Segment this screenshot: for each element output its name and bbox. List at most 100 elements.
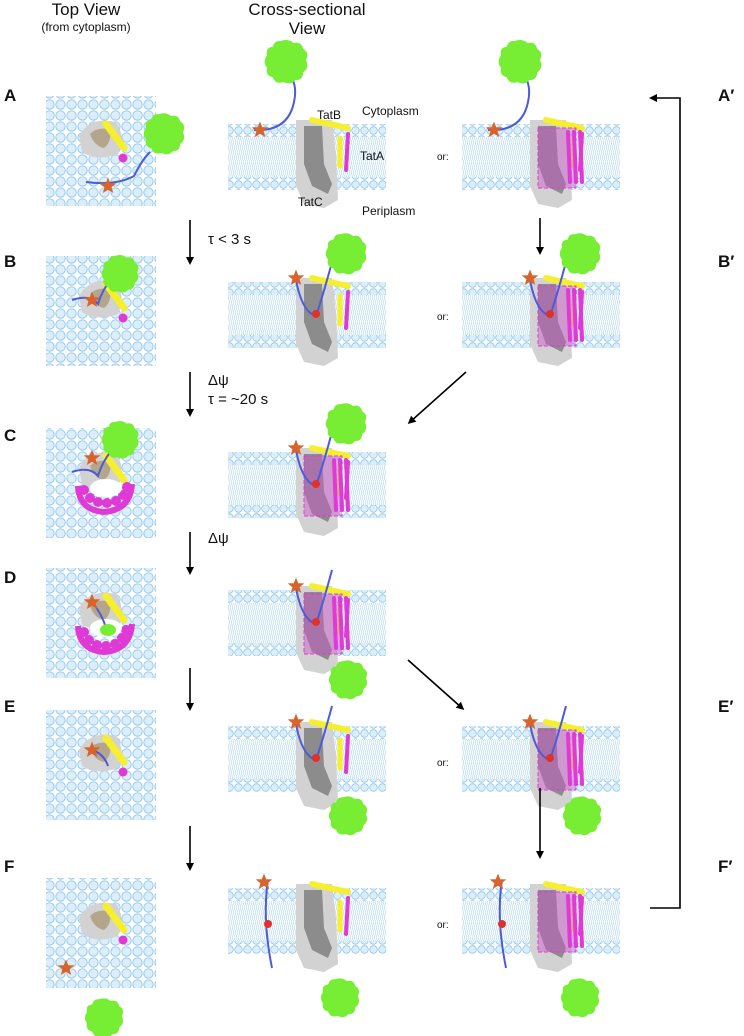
tata-helix [572, 894, 578, 948]
tata-helix [338, 458, 344, 512]
tata-helix [566, 288, 572, 342]
tata [344, 734, 350, 774]
row-label-f-prime: F′ [718, 857, 733, 876]
tatb [543, 117, 585, 131]
cleavage-site-dot [546, 310, 554, 318]
tatb [543, 719, 585, 733]
cross-section-header-line1: Cross-sectional [248, 0, 366, 19]
tata-helix [566, 130, 572, 184]
top-view-panel [46, 568, 156, 678]
folded-protein-blob [560, 978, 600, 1018]
row-label-c: C [4, 426, 17, 445]
periplasm-label: Periplasm [362, 204, 416, 218]
tata-pore [90, 479, 122, 497]
tatc-dark [304, 592, 332, 660]
tatb-top [102, 592, 128, 624]
cleavage-site-dot [312, 754, 320, 762]
tata-subunit [102, 498, 112, 508]
tatc-dark [538, 284, 566, 352]
tata-helix [338, 596, 344, 650]
or-label-b: or: [437, 312, 449, 323]
row-label-e: E [4, 697, 16, 716]
tatb-label: TatB [317, 108, 342, 122]
row-label-e-prime: E′ [718, 697, 734, 716]
recycle-arrow [649, 94, 681, 909]
tatb [309, 719, 351, 733]
cross-section-panel [228, 873, 386, 972]
tatc-dark [304, 454, 332, 522]
signal-peptide [85, 151, 151, 185]
cleavage-site-dot [312, 618, 320, 626]
tata-helix [572, 288, 578, 342]
top-view-header: Top View [51, 0, 121, 19]
tatc-dark [304, 728, 332, 796]
top-view-panel [46, 96, 185, 206]
or-label-a: or: [437, 152, 449, 163]
cross-section-panel [462, 705, 620, 836]
tatb-top [102, 902, 128, 934]
cleavage-site-dot [312, 480, 320, 488]
step-arrow [407, 371, 467, 424]
top-view-panel [46, 255, 156, 366]
cross-section-header-line2: View [288, 19, 326, 38]
cleavage-site-dot [498, 920, 506, 928]
cross-section-panel [228, 40, 386, 208]
step-label-b-to-c-time: τ = ~20 s [208, 391, 269, 408]
tata-ring [75, 483, 135, 516]
tata-helix [578, 130, 584, 184]
top-view-panel [46, 710, 156, 820]
tatc-dark [538, 728, 566, 796]
row-label-f: F [4, 857, 15, 876]
cross-section-panel [228, 705, 386, 836]
tata-helix [332, 458, 338, 512]
row-label-b-prime: B′ [718, 252, 735, 271]
signal-peptide-star-icon [489, 873, 507, 889]
cross-section-panel [228, 233, 386, 366]
row-label-a: A [4, 86, 17, 105]
tata-subunit [118, 313, 128, 323]
tatb [309, 583, 351, 597]
tatb-top [102, 120, 128, 152]
top-view-column [46, 96, 185, 1036]
tata-subunit [111, 496, 121, 506]
step-label-a-to-b: τ < 3 s [208, 231, 252, 248]
substrate-in-pore [100, 624, 116, 636]
tata-helix [344, 458, 350, 512]
tata-subunit [93, 497, 103, 507]
tatb [309, 881, 351, 895]
tata-helix [566, 732, 572, 786]
folded-protein-blob [498, 40, 542, 84]
row-label-a-prime: A′ [718, 86, 735, 105]
folded-protein-blob [84, 998, 124, 1036]
membrane-column [228, 40, 620, 1018]
tatc-core-top [90, 910, 111, 930]
top-view-panel [46, 878, 156, 1036]
tata-helix [344, 596, 350, 650]
tata-helix [332, 596, 338, 650]
cross-section-panel [462, 873, 620, 972]
or-label-e: or: [437, 758, 449, 769]
top-view-panel [46, 421, 156, 538]
tata-ring [75, 623, 135, 656]
tatb [543, 275, 585, 289]
step-label-c-to-d: Δψ [208, 530, 229, 547]
tata-helix [566, 894, 572, 948]
tata-subunit [118, 935, 128, 945]
cross-section-panel [462, 233, 620, 366]
tata-subunit [118, 767, 128, 777]
folded-protein-blob [559, 233, 601, 275]
tatb-top [102, 452, 128, 484]
tata-label: TatA [360, 149, 385, 163]
tatb-top [102, 734, 128, 766]
tata-helix [578, 288, 584, 342]
tata [344, 132, 350, 172]
tata-helix [572, 130, 578, 184]
tatb [309, 117, 351, 131]
tata [344, 896, 350, 936]
signal-peptide [71, 449, 113, 479]
folded-protein-blob [320, 978, 360, 1018]
tatc-dark [538, 126, 566, 194]
tatc-core-top [90, 128, 111, 148]
tatb [309, 445, 351, 459]
tata-helix [578, 894, 584, 948]
